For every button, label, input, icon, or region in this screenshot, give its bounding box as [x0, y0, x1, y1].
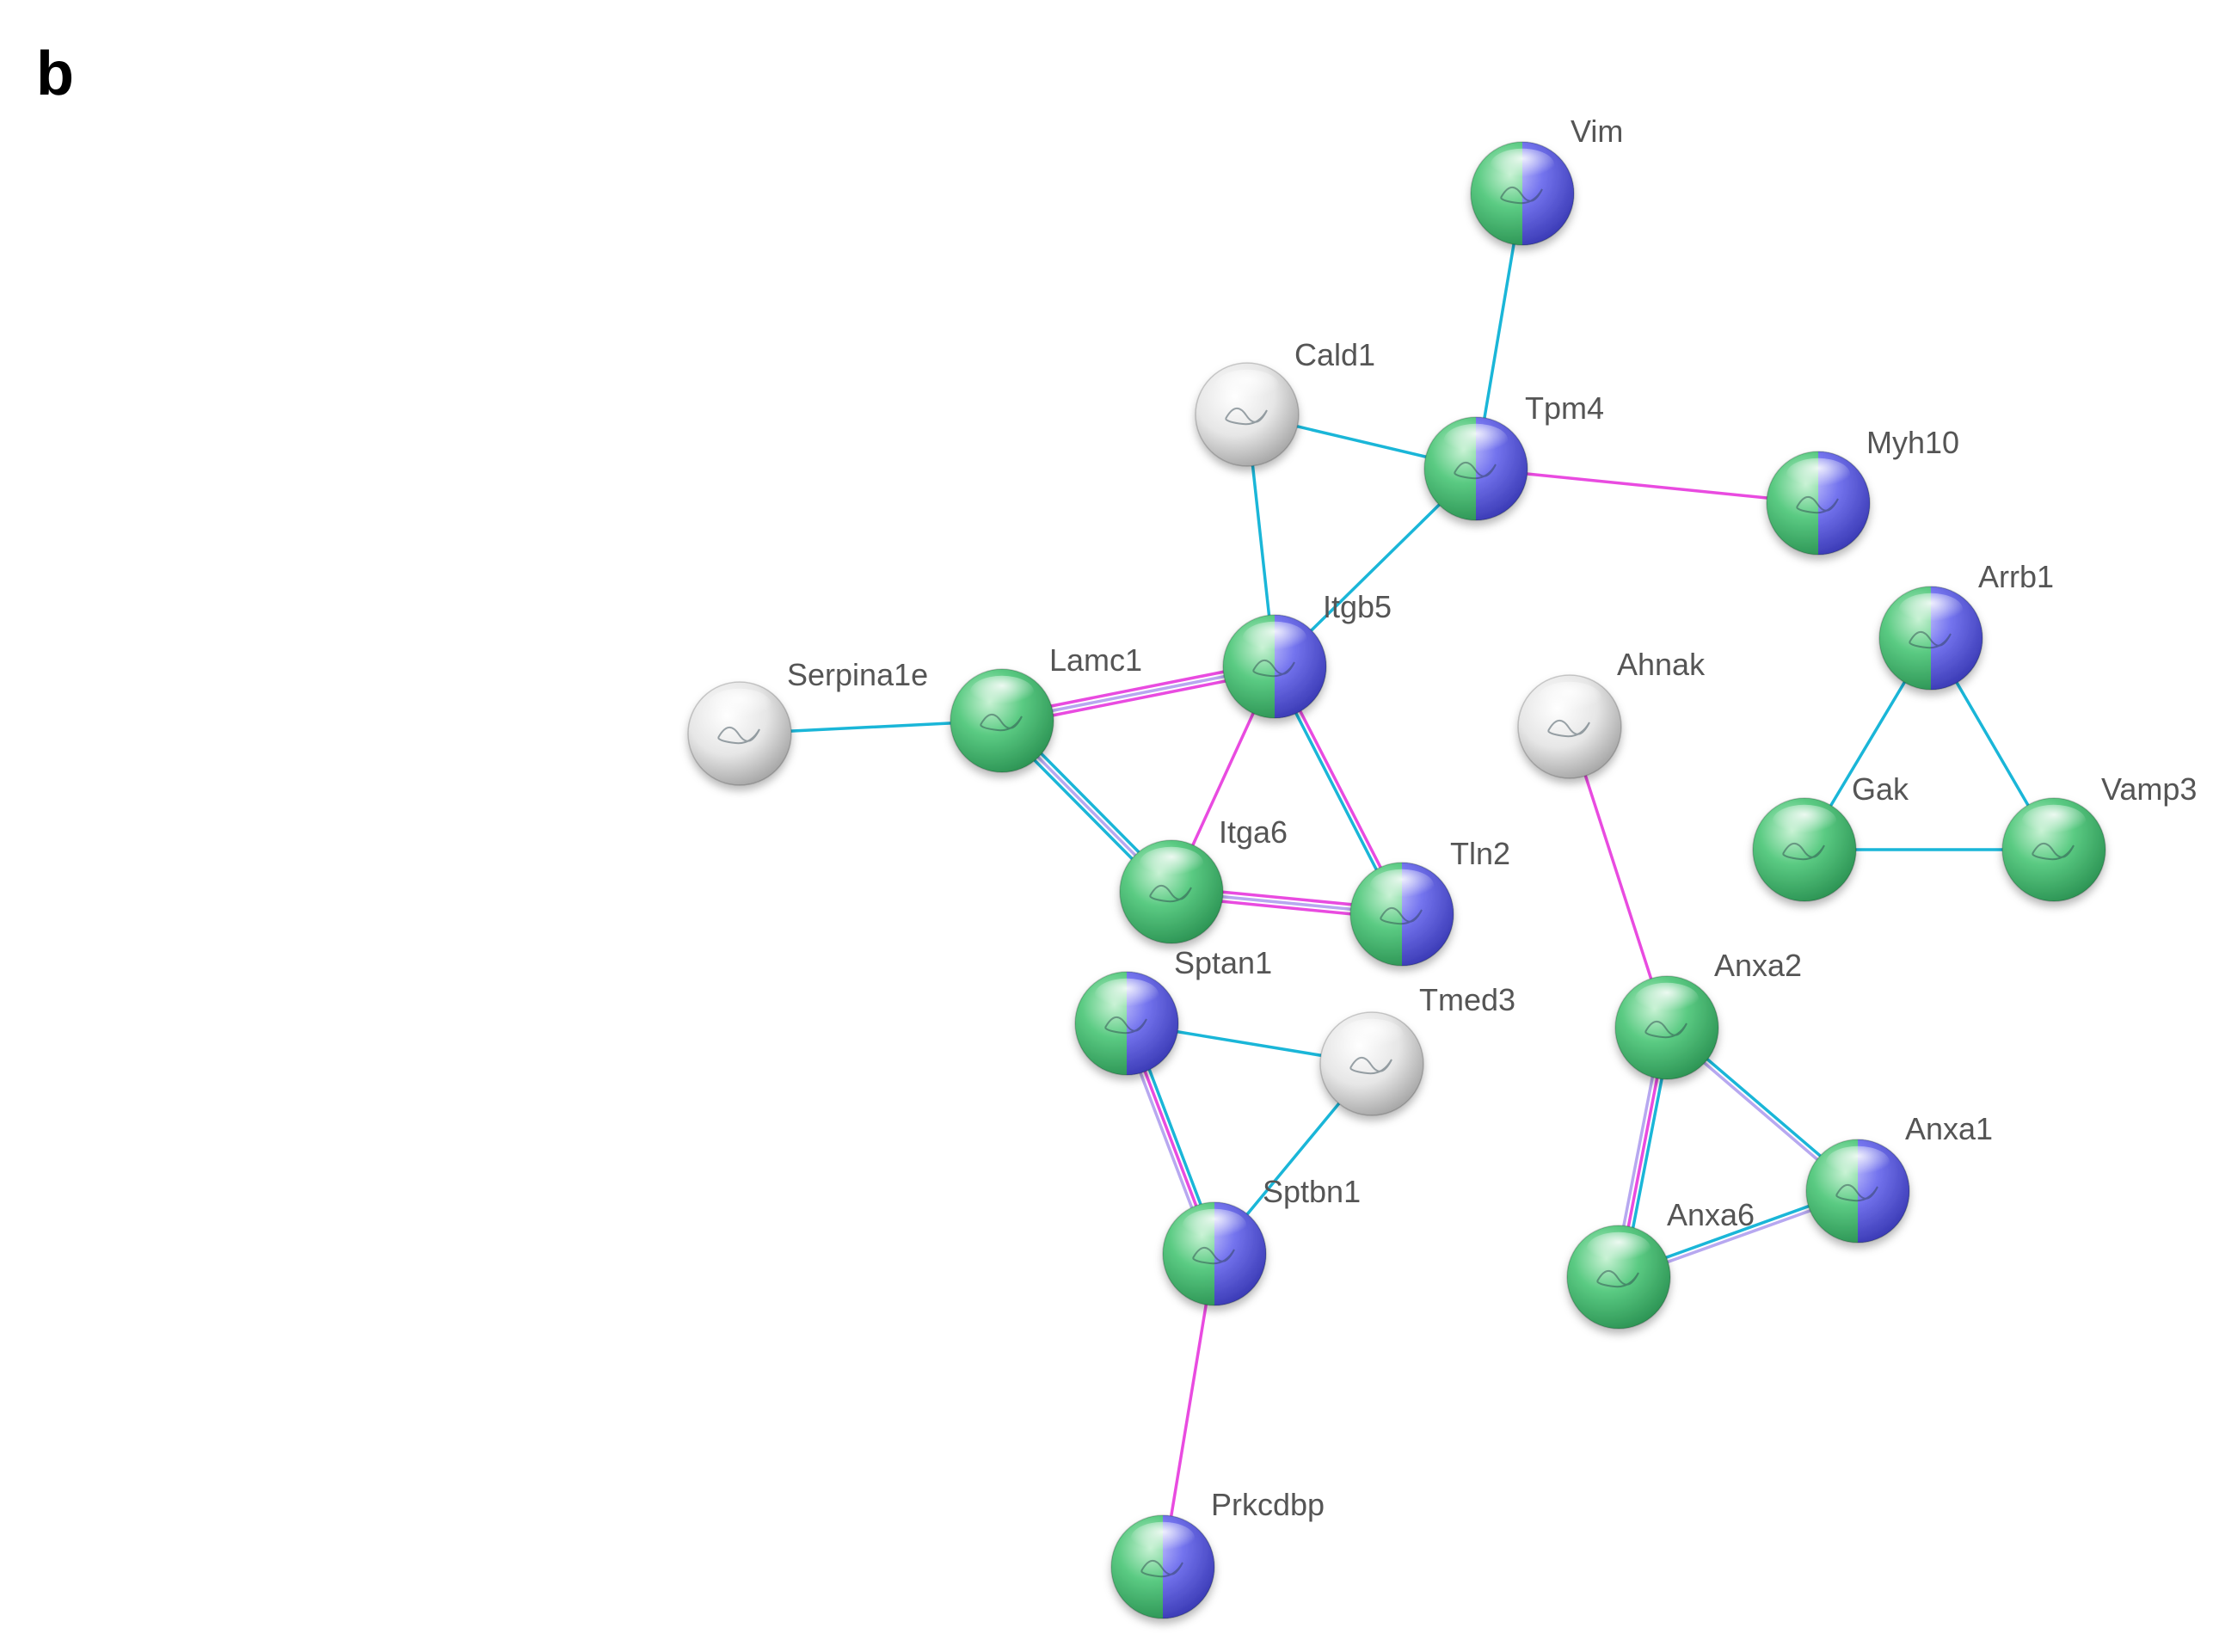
edge-line-magenta: [1474, 467, 1820, 505]
edge-sptbn1-prkcdbp: [1161, 1252, 1216, 1569]
protein-structure-icon: [1596, 1270, 1639, 1288]
node-label: Itga6: [1219, 814, 1288, 850]
protein-structure-icon: [1796, 496, 1839, 514]
node-highlight: [2021, 804, 2087, 838]
node-sptbn1[interactable]: Sptbn1: [1162, 1174, 1361, 1306]
protein-structure-icon: [1500, 187, 1543, 205]
node-highlight: [969, 675, 1035, 709]
node-label: Sptan1: [1174, 945, 1272, 980]
edge-line-magenta: [1161, 1252, 1216, 1569]
node-highlight: [1130, 1521, 1196, 1556]
protein-structure-icon: [2032, 843, 2075, 861]
node-label: Arrb1: [1978, 559, 2054, 594]
node-vim[interactable]: Vim: [1470, 114, 1623, 246]
node-label: Anxa6: [1667, 1197, 1755, 1232]
protein-structure-icon: [1104, 1016, 1147, 1035]
node-anxa1[interactable]: Anxa1: [1805, 1111, 1993, 1244]
node-highlight: [707, 688, 772, 722]
node-label: Serpina1e: [787, 657, 928, 692]
node-sptan1[interactable]: Sptan1: [1074, 945, 1272, 1076]
node-highlight: [1443, 423, 1509, 458]
node-highlight: [1214, 369, 1280, 403]
node-label: Prkcdbp: [1211, 1487, 1325, 1522]
protein-structure-icon: [1454, 462, 1497, 480]
node-highlight: [1490, 148, 1555, 182]
node-label: Tmed3: [1419, 982, 1515, 1017]
node-highlight: [1825, 1145, 1890, 1180]
node-highlight: [1094, 978, 1159, 1012]
node-prkcdbp[interactable]: Prkcdbp: [1110, 1487, 1325, 1619]
protein-structure-icon: [1909, 631, 1952, 649]
node-label: Anxa2: [1714, 948, 1802, 983]
node-highlight: [1634, 982, 1700, 1016]
node-highlight: [1182, 1208, 1247, 1243]
node-label: Ahnak: [1617, 647, 1706, 682]
node-label: Myh10: [1866, 425, 1959, 460]
node-label: Tpm4: [1525, 390, 1604, 426]
protein-structure-icon: [1252, 660, 1295, 678]
node-highlight: [1898, 593, 1964, 627]
node-itga6[interactable]: Itga6: [1119, 814, 1288, 944]
protein-structure-icon: [1225, 408, 1268, 426]
node-highlight: [1139, 846, 1204, 881]
node-tmed3[interactable]: Tmed3: [1319, 982, 1515, 1116]
node-anxa2[interactable]: Anxa2: [1614, 948, 1802, 1080]
node-tln2[interactable]: Tln2: [1349, 836, 1510, 967]
node-label: Vim: [1571, 114, 1623, 149]
edge-line-magenta: [1568, 725, 1669, 1029]
node-label: Lamc1: [1049, 642, 1142, 678]
node-label: Tln2: [1450, 836, 1510, 871]
node-vamp3[interactable]: Vamp3: [2001, 771, 2197, 902]
node-lamc1[interactable]: Lamc1: [950, 642, 1142, 773]
node-label: Gak: [1852, 771, 1909, 807]
node-tpm4[interactable]: Tpm4: [1423, 390, 1604, 521]
protein-structure-icon: [1547, 720, 1590, 738]
edge-tpm4-myh10: [1474, 467, 1820, 505]
node-ahnak[interactable]: Ahnak: [1517, 647, 1706, 779]
protein-structure-icon: [1644, 1021, 1687, 1039]
panel-label: b: [36, 40, 74, 108]
edge-ahnak-anxa2: [1568, 725, 1669, 1029]
protein-structure-icon: [1192, 1247, 1235, 1265]
node-highlight: [1786, 458, 1851, 492]
node-highlight: [1537, 681, 1602, 715]
node-highlight: [1586, 1231, 1651, 1266]
protein-structure-icon: [1149, 885, 1192, 903]
node-highlight: [1369, 869, 1435, 903]
node-highlight: [1339, 1018, 1405, 1053]
node-itgb5[interactable]: Itgb5: [1222, 589, 1392, 719]
node-label: Anxa1: [1905, 1111, 1993, 1146]
node-myh10[interactable]: Myh10: [1766, 425, 1959, 556]
protein-structure-icon: [980, 714, 1023, 732]
protein-structure-icon: [1349, 1057, 1392, 1075]
node-label: Sptbn1: [1263, 1174, 1361, 1209]
node-highlight: [1242, 621, 1307, 655]
node-anxa6[interactable]: Anxa6: [1566, 1197, 1755, 1330]
node-gak[interactable]: Gak: [1752, 771, 1909, 902]
protein-structure-icon: [717, 727, 760, 745]
node-label: Cald1: [1294, 337, 1375, 372]
node-highlight: [1772, 804, 1837, 838]
protein-structure-icon: [1782, 843, 1825, 861]
node-arrb1[interactable]: Arrb1: [1878, 559, 2054, 691]
node-serpina1e[interactable]: Serpina1e: [687, 657, 928, 786]
protein-structure-icon: [1140, 1560, 1183, 1578]
node-label: Vamp3: [2101, 771, 2197, 807]
protein-structure-icon: [1835, 1184, 1878, 1202]
node-cald1[interactable]: Cald1: [1195, 337, 1375, 467]
protein-structure-icon: [1380, 907, 1423, 925]
node-label: Itgb5: [1323, 589, 1392, 624]
